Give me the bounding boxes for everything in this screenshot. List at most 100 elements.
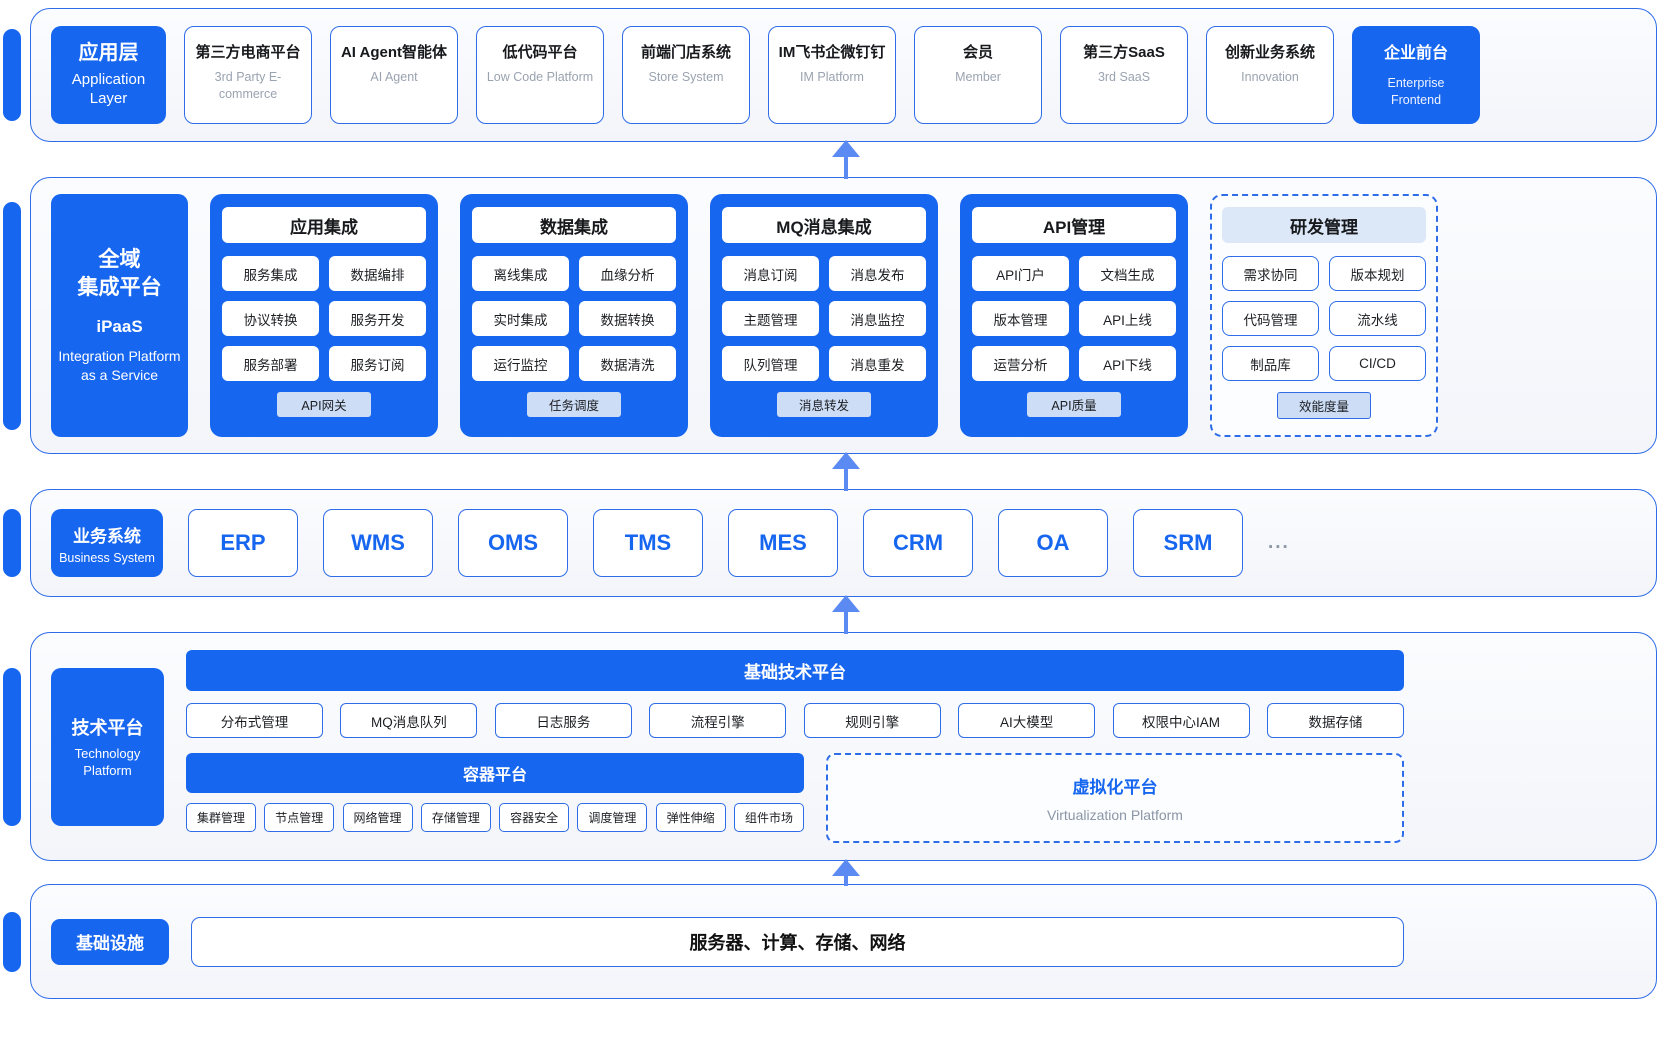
infrastructure-layer-title: 基础设施 [76,934,144,953]
ipaas-layer-panel: 全域 集成平台 iPaaS Integration Platform as a … [30,177,1657,454]
business-more-ellipsis: ... [1268,532,1290,553]
capability-item: 代码管理 [1222,301,1319,336]
capability-item: 服务开发 [329,301,426,336]
infrastructure-content-box: 服务器、计算、存储、网络 [191,916,1404,967]
column-tag: 效能度量 [1277,392,1371,419]
application-layer-title: 应用层 [78,42,139,65]
capability-item: API门户 [972,256,1069,291]
layer-gap [0,859,1665,886]
layer-gap [0,140,1665,179]
application-layer-subtitle: Application Layer [71,71,146,107]
base-platform-item: 数据存储 [1266,703,1404,738]
ipaas-acronym: iPaaS [96,316,143,336]
container-platform-item: 集群管理 [186,803,256,832]
business-system-card: WMS [323,509,433,577]
column-title: MQ消息集成 [722,207,926,243]
ipaas-layer: 全域 集成平台 iPaaS Integration Platform as a … [0,177,1665,454]
application-card-subtitle: 3rd Party E-commerce [214,70,282,101]
infrastructure-layer-panel: 基础设施 服务器、计算、存储、网络 [30,884,1657,999]
application-layer: 应用层 Application Layer 第三方电商平台 3rd Party … [0,8,1665,142]
base-platform-item: 分布式管理 [186,703,323,738]
application-card-subtitle: Store System [648,70,724,84]
up-arrow-icon [831,452,861,491]
business-system-card: TMS [593,509,703,577]
column-title: 研发管理 [1222,207,1426,243]
column-tag: 消息转发 [777,392,871,417]
capability-item: 运行监控 [472,346,569,381]
base-platform-item: AI大模型 [958,703,1096,738]
up-arrow-icon [831,859,861,886]
column-data-integration: 数据集成 离线集成血缘分析实时集成数据转换运行监控数据清洗 任务调度 [460,194,688,437]
base-platform-item: 规则引擎 [803,703,941,738]
business-system-card: SRM [1133,509,1243,577]
application-card-title: AI Agent智能体 [340,44,448,61]
container-platform-group: 容器平台 集群管理节点管理网络管理存储管理容器安全调度管理弹性伸缩组件市场 [186,753,804,843]
application-card-title: 创新业务系统 [1224,44,1315,61]
application-card-list: 第三方电商平台 3rd Party E-commerce AI Agent智能体… [184,26,1334,124]
business-system-card: OMS [458,509,568,577]
application-card-title: 第三方电商平台 [195,44,301,61]
capability-item: 离线集成 [472,256,569,291]
capability-item: 运营分析 [972,346,1069,381]
architecture-diagram: 应用层 Application Layer 第三方电商平台 3rd Party … [0,8,1665,999]
capability-item: CI/CD [1329,346,1426,381]
enterprise-frontend-subtitle: Enterprise Frontend [1387,76,1445,108]
capability-item: 服务集成 [222,256,319,291]
business-layer-title: 业务系统 [73,526,141,546]
capability-item: 消息发布 [829,256,926,291]
application-card-subtitle: AI Agent [370,70,418,84]
column-tag: 任务调度 [527,392,621,417]
application-layer-panel: 应用层 Application Layer 第三方电商平台 3rd Party … [30,8,1657,142]
application-card-title: 前端门店系统 [640,44,731,61]
application-card: 低代码平台 Low Code Platform [476,26,604,124]
column-title: 数据集成 [472,207,676,243]
capability-item: 数据清洗 [579,346,676,381]
base-platform-item: MQ消息队列 [340,703,478,738]
application-card-title: 低代码平台 [502,44,578,61]
capability-item: 协议转换 [222,301,319,336]
ipaas-layer-accent-bar [3,201,21,430]
business-system-card: ERP [188,509,298,577]
technology-layer-accent-bar [3,667,21,826]
application-card-title: 第三方SaaS [1083,44,1165,61]
application-card-subtitle: 3rd SaaS [1097,70,1151,84]
up-arrow-icon [831,140,861,179]
container-platform-item: 网络管理 [342,803,413,832]
base-platform-bar: 基础技术平台 [186,650,1404,691]
layer-gap [0,452,1665,491]
application-card: 第三方SaaS 3rd SaaS [1060,26,1188,124]
infrastructure-layer-label: 基础设施 [51,918,169,965]
container-platform-item: 容器安全 [499,803,570,832]
business-system-card: CRM [863,509,973,577]
business-layer-subtitle: Business System [59,550,155,565]
application-layer-label: 应用层 Application Layer [51,26,166,124]
technology-layer-subtitle: Technology Platform [74,745,141,778]
capability-item: 版本管理 [972,301,1069,336]
capability-item: 血缘分析 [579,256,676,291]
capability-item: 消息重发 [829,346,926,381]
capability-item: 实时集成 [472,301,569,336]
container-platform-bar: 容器平台 [186,753,804,793]
capability-item: API下线 [1079,346,1176,381]
application-card: 创新业务系统 Innovation [1206,26,1334,124]
column-mq-integration: MQ消息集成 消息订阅消息发布主题管理消息监控队列管理消息重发 消息转发 [710,194,938,437]
virtualization-title: 虚拟化平台 [1072,778,1158,797]
infrastructure-layer: 基础设施 服务器、计算、存储、网络 [0,884,1665,999]
application-card: 会员 Member [914,26,1042,124]
column-title: API管理 [972,207,1176,243]
business-layer-label: 业务系统 Business System [51,509,163,577]
virtualization-platform-box: 虚拟化平台 Virtualization Platform [826,753,1404,843]
capability-item: 制品库 [1222,346,1319,381]
application-card-subtitle: Innovation [1241,70,1299,84]
up-arrow-icon [831,595,861,634]
container-platform-item: 组件市场 [733,803,804,832]
column-items: 服务集成数据编排协议转换服务开发服务部署服务订阅 [222,256,426,381]
base-platform-item: 流程引擎 [649,703,787,738]
application-card: 第三方电商平台 3rd Party E-commerce [184,26,312,124]
